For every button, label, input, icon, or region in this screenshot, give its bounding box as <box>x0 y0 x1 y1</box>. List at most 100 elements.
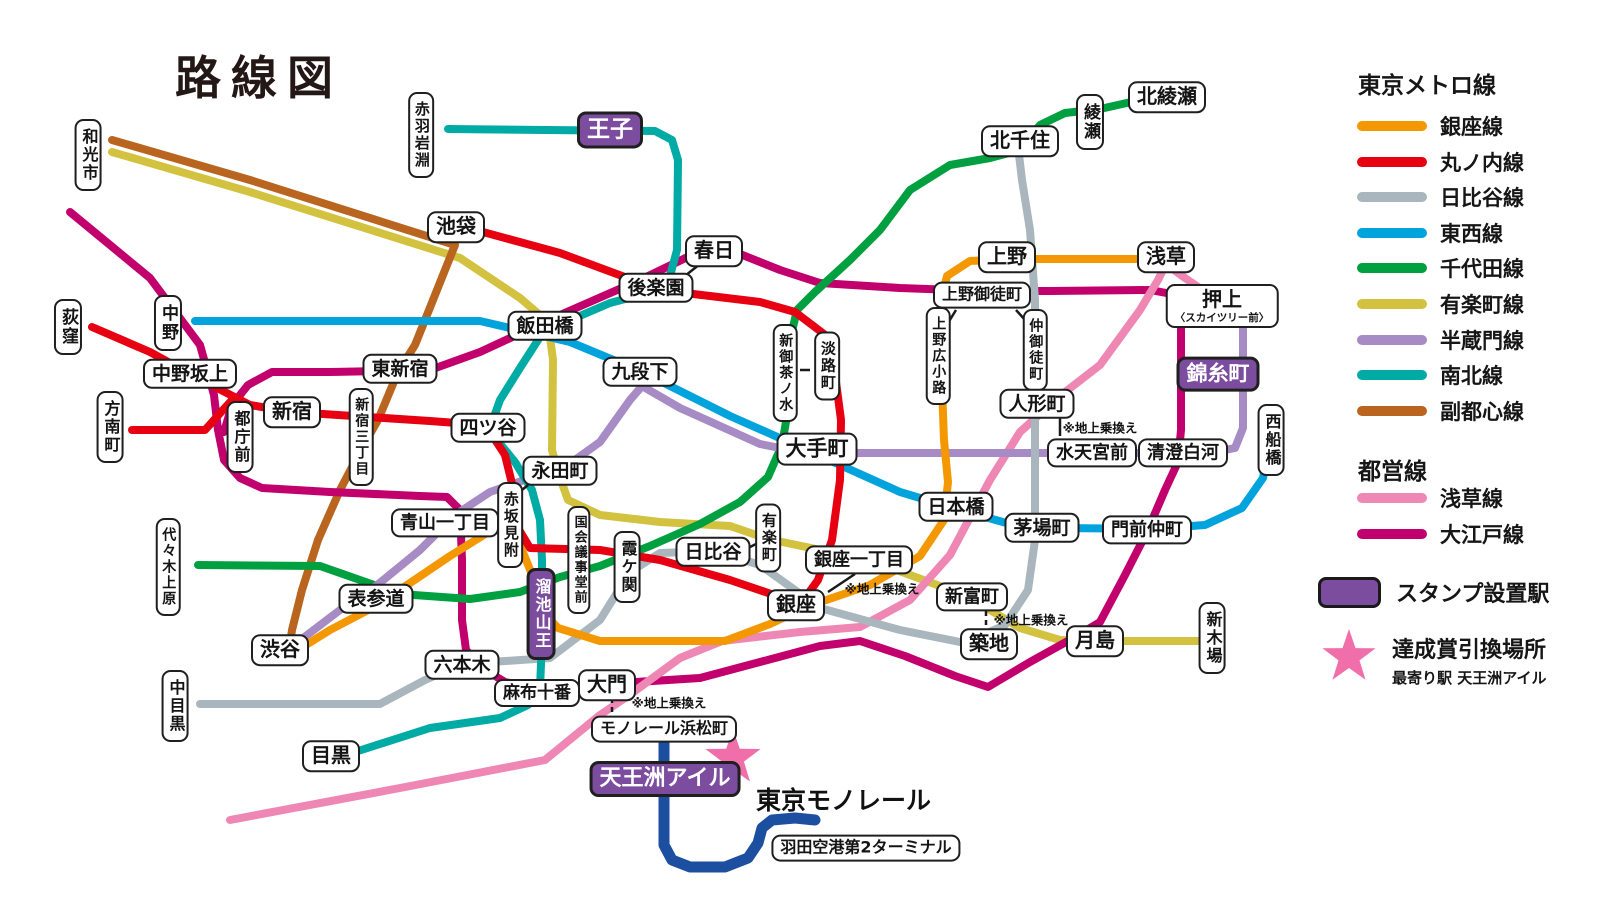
station-label: 方南町 <box>96 391 124 463</box>
station-label: 上野御徒町 <box>932 281 1032 309</box>
line-color-swatch <box>1357 334 1427 345</box>
station-label: 国会議事堂前 <box>567 506 591 614</box>
line-color-swatch <box>1357 227 1427 238</box>
station-label: 四ツ谷 <box>450 412 526 444</box>
line-monorail <box>658 736 821 873</box>
station-label: 赤羽岩淵 <box>408 92 434 178</box>
stamp-station-label: 錦糸町 <box>1176 356 1260 392</box>
legend-item-label: 丸ノ内線 <box>1440 150 1524 175</box>
legend-item: 日比谷線 <box>1357 185 1524 211</box>
station-label: 仲御徒町 <box>1022 309 1048 391</box>
station-label: 和光市 <box>74 119 102 191</box>
station-label: 都庁前 <box>226 401 254 473</box>
station-label: 上野 <box>978 241 1036 273</box>
legend-prize-sublabel: 最寄り駅 天王洲アイル <box>1392 669 1547 687</box>
legend-item: 東西線 <box>1357 221 1503 246</box>
station-label: 押上〈スカイツリー前〉 <box>1165 284 1279 328</box>
station-label: 目黒 <box>302 740 360 772</box>
station-label: 新宿 <box>263 396 321 428</box>
prize-star-icon <box>1322 629 1376 680</box>
legend-item-label: 大江戸線 <box>1440 523 1524 547</box>
station-label: 中目黒 <box>161 670 189 742</box>
station-label: 銀座一丁目 <box>805 545 913 575</box>
station-label: 池袋 <box>427 211 485 243</box>
legend-item-label: 日比谷線 <box>1440 186 1524 211</box>
station-sublabel: 〈スカイツリー前〉 <box>1174 311 1270 324</box>
station-label: 月島 <box>1066 625 1124 657</box>
station-label: 飯田橋 <box>507 310 583 342</box>
legend-item: 南北線 <box>1357 363 1503 389</box>
station-label: 羽田空港第2ターミナル <box>771 834 961 862</box>
station-label: 青山一丁目 <box>391 508 499 538</box>
station-label: 渋谷 <box>251 634 309 666</box>
station-label: 西船橋 <box>1257 404 1285 476</box>
line-color-swatch <box>1357 299 1427 309</box>
station-label: 茅場町 <box>1004 512 1080 544</box>
legend-item: 浅草線 <box>1357 486 1503 511</box>
legend-item: 有楽町線 <box>1357 292 1524 317</box>
station-label: 霞ケ関 <box>613 531 641 603</box>
legend-metro-header: 東京メトロ線 <box>1358 73 1496 99</box>
station-label: 有楽町 <box>755 503 781 573</box>
stamp-station-label: 溜池山王 <box>526 568 556 660</box>
line-color-swatch <box>1357 192 1427 203</box>
legend-item: 大江戸線 <box>1357 522 1524 547</box>
stamp-station-swatch <box>1318 576 1381 608</box>
legend-item-label: 南北線 <box>1440 364 1503 389</box>
legend-item-label: 浅草線 <box>1440 487 1503 511</box>
ground-transfer-note: ※地上乗換え <box>631 695 707 711</box>
legend-item-label: 東西線 <box>1440 221 1503 246</box>
legend-item: 丸ノ内線 <box>1357 150 1524 175</box>
station-label: 上野広小路 <box>925 307 951 405</box>
legend-item: 副都心線 <box>1357 399 1524 424</box>
station-label: 大門 <box>578 669 636 701</box>
station-label: 新御茶ノ水 <box>772 324 798 422</box>
stamp-station-label: 王子 <box>577 111 643 149</box>
legend-item: 千代田線 <box>1357 256 1524 282</box>
monorail-line-name: 東京モノレール <box>756 786 932 815</box>
station-label: 永田町 <box>522 455 598 487</box>
legend-item-label: 千代田線 <box>1440 257 1524 282</box>
station-label: 後楽園 <box>618 272 694 304</box>
legend-stamp-row: スタンプ設置駅 <box>1318 576 1549 608</box>
legend-stamp-label: スタンプ設置駅 <box>1396 582 1550 607</box>
station-label: 水天宮前 <box>1047 438 1137 468</box>
station-label: 門前仲町 <box>1102 515 1192 545</box>
station-label: 六本木 <box>424 649 500 681</box>
station-label: 北千住 <box>981 125 1059 157</box>
legend-prize-label: 達成賞引換場所 <box>1392 638 1547 663</box>
station-label: モノレール浜松町 <box>590 715 738 743</box>
station-label: 綾瀬 <box>1075 94 1105 150</box>
station-label: 浅草 <box>1137 241 1195 273</box>
station-label: 新木場 <box>1198 602 1226 674</box>
station-label: 九段下 <box>602 356 678 388</box>
station-label: 日本橋 <box>918 491 994 523</box>
ground-transfer-note: ※地上乗換え <box>1062 420 1138 436</box>
station-label: 大手町 <box>776 432 858 466</box>
legend-item: 銀座線 <box>1357 114 1503 139</box>
legend-toei-header: 都営線 <box>1358 459 1427 485</box>
station-label: 人形町 <box>999 388 1075 420</box>
station-label: 北綾瀬 <box>1128 81 1206 113</box>
ground-transfer-note: ※地上乗換え <box>993 612 1069 628</box>
station-label: 赤坂見附 <box>497 482 523 568</box>
legend-item-label: 銀座線 <box>1440 115 1503 139</box>
station-label: 日比谷 <box>675 536 751 568</box>
station-label: 代々木上原 <box>155 518 181 616</box>
prize-star-icon <box>1322 629 1376 680</box>
station-label: 築地 <box>960 628 1018 660</box>
prize-star-icon <box>705 729 761 782</box>
line-marunouchi-branch <box>128 396 236 434</box>
station-label: 中野坂上 <box>142 358 238 390</box>
station-label: 春日 <box>685 235 743 267</box>
line-color-swatch <box>1357 121 1427 131</box>
stamp-station-label: 天王洲アイル <box>589 761 741 797</box>
line-color-swatch <box>1357 370 1427 381</box>
station-label: 銀座 <box>767 589 825 621</box>
line-color-swatch <box>1357 529 1427 539</box>
legend-prize-row: 達成賞引換場所 最寄り駅 天王洲アイル <box>1318 626 1546 688</box>
legend-item-label: 副都心線 <box>1440 399 1524 424</box>
line-color-swatch <box>1357 493 1427 503</box>
station-label: 表参道 <box>338 583 414 615</box>
